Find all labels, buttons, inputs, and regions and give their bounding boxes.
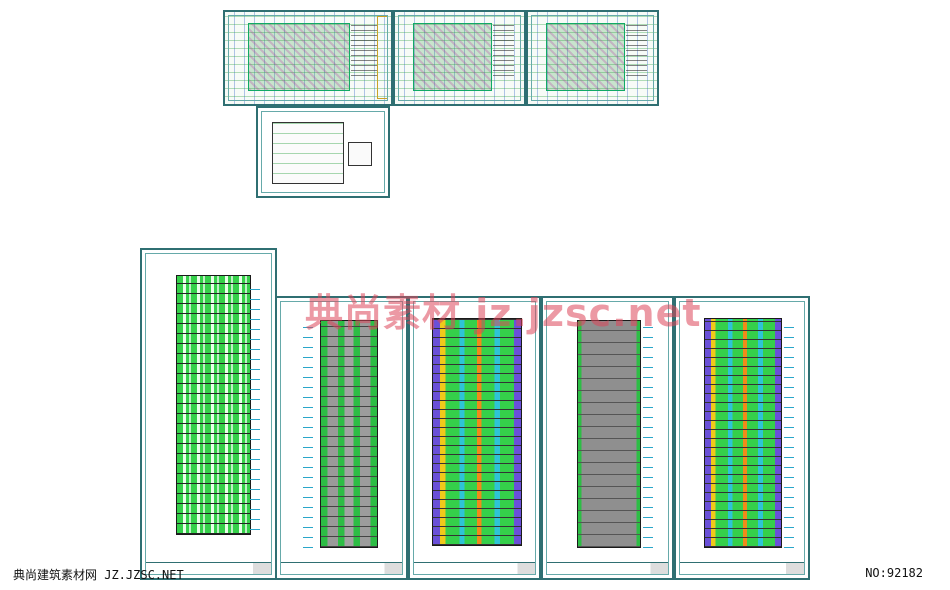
elevation-sheet-1[interactable] (275, 296, 408, 580)
building-section-drawing (176, 275, 251, 535)
detail-plan-drawing (348, 142, 372, 166)
dimension-lines (784, 320, 794, 548)
floor-plan-drawing (413, 23, 493, 92)
roof-plan-drawing (272, 122, 344, 184)
elevation-sheet-4[interactable] (674, 296, 810, 580)
dimension-lines (643, 320, 653, 548)
watermark-text: 典尚素材 jz.jzsc.net (305, 291, 702, 335)
floor-plan-sheet-3[interactable] (526, 10, 659, 106)
item-number: NO:92182 (865, 566, 923, 580)
title-block (280, 562, 403, 575)
plan-legend (493, 21, 514, 77)
building-elevation-drawing (704, 318, 782, 548)
floor-plan-sheet-1[interactable] (223, 10, 393, 106)
title-block (679, 562, 805, 575)
floor-plan-sheet-4[interactable] (256, 106, 390, 198)
plan-legend (626, 21, 647, 77)
site-caption: 典尚建筑素材网 JZ.JZSC.NET (13, 568, 184, 582)
floor-plan-drawing (546, 23, 626, 92)
title-block (413, 562, 536, 575)
section-sheet[interactable] (140, 248, 277, 580)
title-block (145, 562, 272, 575)
building-elevation-drawing (320, 320, 378, 548)
elevation-sheet-3[interactable] (541, 296, 674, 580)
dimension-lines (250, 280, 260, 530)
plan-title-strip (377, 15, 388, 99)
building-elevation-drawing (432, 318, 522, 546)
elevation-sheet-2[interactable] (408, 296, 541, 580)
building-elevation-drawing (577, 320, 641, 548)
dimension-lines (303, 320, 313, 548)
plan-legend (351, 21, 378, 77)
title-block (546, 562, 669, 575)
floor-plan-sheet-2[interactable] (393, 10, 526, 106)
floor-plan-drawing (248, 23, 350, 92)
